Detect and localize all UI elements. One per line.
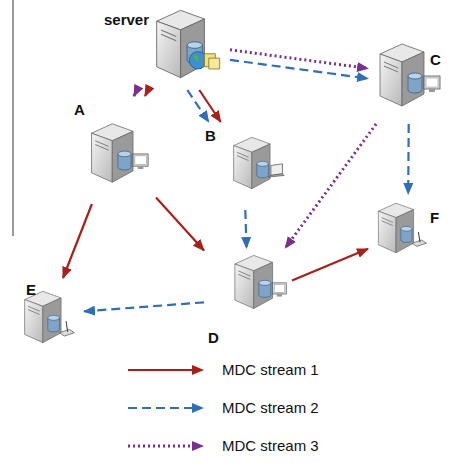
stream-arrow [156, 198, 204, 251]
computer-icon [227, 134, 285, 192]
stream-arrow [187, 90, 208, 122]
computer-node: E [16, 280, 82, 348]
computer-node: A [72, 98, 154, 202]
computer-node: F [370, 196, 446, 268]
computer-node: server [100, 4, 228, 88]
computer-icon [84, 120, 150, 186]
stream-arrow [199, 90, 220, 122]
legend-line-sample [126, 440, 206, 452]
node-label: server [104, 12, 149, 27]
legend-text: MDC stream 2 [222, 399, 319, 416]
node-label: F [430, 210, 439, 225]
node-label: E [26, 282, 36, 297]
stream-arrow [285, 124, 376, 248]
node-label: C [430, 52, 441, 67]
legend-line-sample [126, 402, 206, 414]
computer-icon [148, 6, 224, 82]
node-label: A [74, 102, 85, 117]
legend-text: MDC stream 1 [222, 361, 319, 378]
legend-entry: MDC stream 3 [126, 437, 319, 454]
stream-arrow [134, 90, 137, 96]
legend-entry: MDC stream 1 [126, 361, 319, 378]
stream-arrow [230, 60, 368, 79]
node-label: B [205, 128, 216, 143]
stream-arrow [230, 50, 368, 69]
computer-icon [228, 252, 288, 312]
stream-arrow [145, 90, 148, 96]
computer-icon [372, 40, 442, 110]
computer-node: C [370, 36, 448, 122]
stream-arrow [407, 124, 410, 194]
stream-arrow [63, 204, 92, 278]
computer-node: D [206, 250, 290, 348]
legend-entry: MDC stream 2 [126, 399, 319, 416]
frame-line [12, 0, 13, 236]
legend-text: MDC stream 3 [222, 437, 319, 454]
computer-icon [372, 200, 428, 256]
legend-line-sample [126, 364, 206, 376]
node-label: D [208, 330, 219, 345]
stream-arrow [292, 249, 368, 281]
stream-arrow [84, 302, 204, 311]
computer-node: B [203, 124, 285, 208]
stream-arrow [245, 210, 246, 248]
